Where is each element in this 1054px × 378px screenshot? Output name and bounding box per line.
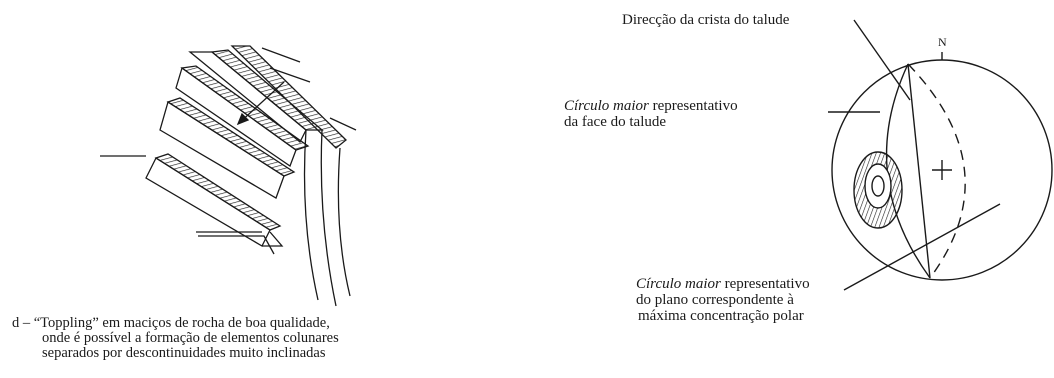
caption-line-2: onde é possível a formação de elementos … — [42, 330, 339, 346]
north-label: N — [938, 35, 947, 49]
base-line — [198, 235, 275, 255]
pole-contour-inner — [871, 175, 885, 197]
toppling-sketch — [100, 45, 357, 307]
toppling-figure: d – “Toppling” em maciços de rocha de bo… — [0, 0, 520, 378]
crest-line-3 — [329, 117, 357, 131]
plane-label-line-1: Círculo maior representativo — [636, 276, 810, 292]
face-label-line-1: Círculo maior representativo — [564, 98, 738, 114]
joint-band-4 — [154, 153, 282, 231]
stereonet — [828, 19, 1053, 291]
plane-label-line-3: máxima concentração polar — [638, 308, 804, 324]
slope-face-curve-1 — [303, 129, 319, 301]
pole-plane-great-circle — [907, 63, 966, 279]
slope-face-curve-2 — [320, 129, 337, 307]
upper-joint-band — [230, 45, 347, 149]
slope-face-curve-3 — [337, 147, 351, 297]
face-label-line-2: da face do talude — [564, 114, 667, 130]
crest-line-2 — [269, 67, 311, 83]
toe-outline — [262, 231, 284, 247]
crest-label: Direcção da crista do talude — [622, 12, 790, 28]
plane-leader — [843, 203, 1001, 291]
plane-label-italic: Círculo maior — [636, 276, 721, 292]
joint-band-2 — [180, 65, 310, 151]
plane-label-rest: representativo — [720, 276, 810, 292]
crest-line-1 — [261, 47, 301, 63]
pole-contour-middle — [864, 163, 892, 209]
crest-leader — [853, 19, 911, 101]
figure-caption: d – “Toppling” em maciços de rocha de bo… — [12, 316, 339, 361]
caption-line-3: separados por descontinuidades muito inc… — [42, 345, 326, 361]
face-label-italic: Círculo maior — [564, 98, 649, 114]
joint-band-3 — [166, 97, 296, 177]
face-label-rest: representativo — [648, 98, 738, 114]
plane-label-line-2: do plano correspondente à — [636, 292, 794, 308]
crest-direction-line — [907, 63, 931, 279]
stereonet-figure: N Direcção da crista do talude Círculo m… — [540, 0, 1054, 378]
caption-line-1: d – “Toppling” em maciços de rocha de bo… — [12, 315, 330, 331]
